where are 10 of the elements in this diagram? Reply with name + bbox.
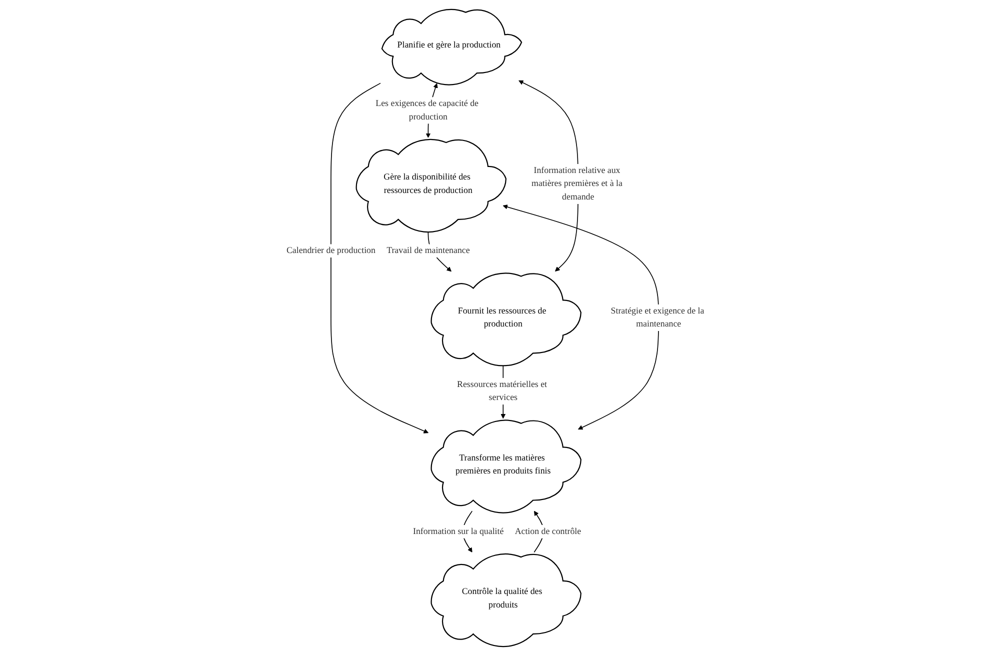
arrow bbox=[502, 204, 659, 430]
edge-label: Calendrier de production bbox=[286, 246, 376, 256]
edge-label: Ressources matérielles et services bbox=[456, 380, 547, 402]
edge-label: Stratégie et exigence de la maintenance bbox=[610, 306, 704, 329]
arrow bbox=[330, 82, 428, 434]
edge-label: Travail de maintenance bbox=[386, 246, 470, 256]
edge-label: Action de contrôle bbox=[514, 526, 581, 536]
edge-label: Information sur la qualité bbox=[412, 526, 504, 536]
edge-label: Les exigences de capacité de production bbox=[375, 98, 478, 122]
edge-label: Information relative aux matières premières et à la demande bbox=[531, 166, 622, 202]
